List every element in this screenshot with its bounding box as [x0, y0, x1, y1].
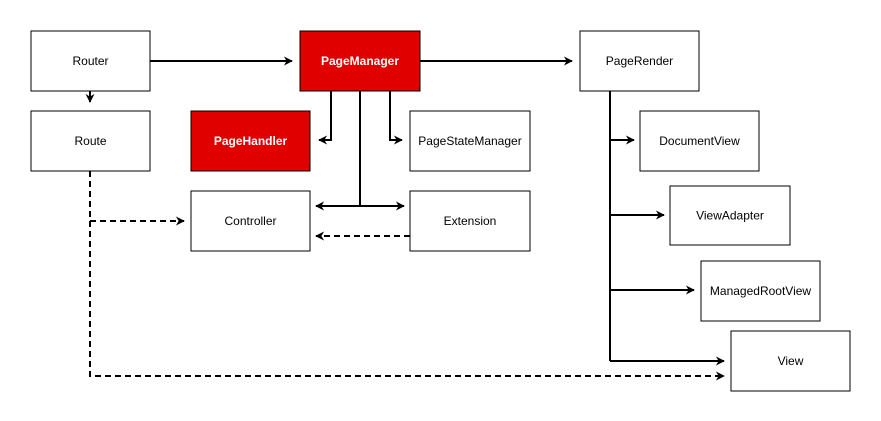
node-view-adapter: ViewAdapter: [669, 185, 791, 246]
node-document-view-label: DocumentView: [659, 134, 740, 148]
edge-page-manager-to-page-handler: [318, 91, 332, 145]
edge-route-to-controller: [89, 171, 185, 226]
node-view-label: View: [778, 354, 804, 368]
node-view: View: [730, 330, 851, 392]
edge-route-to-view: [89, 221, 725, 381]
edges-layer: [85, 56, 725, 381]
node-extension: Extension: [409, 190, 531, 252]
node-page-handler-label: PageHandler: [214, 134, 288, 148]
nodes-layer: Router PageManager PageRender Route Page…: [30, 30, 851, 392]
node-route: Route: [30, 110, 151, 172]
node-page-handler: PageHandler: [190, 110, 311, 172]
node-managed-root-view: ManagedRootView: [700, 260, 821, 322]
node-route-label: Route: [74, 134, 106, 148]
node-router-label: Router: [72, 54, 108, 68]
node-router: Router: [30, 30, 151, 92]
node-managed-root-view-label: ManagedRootView: [710, 284, 812, 298]
node-controller-label: Controller: [224, 214, 276, 228]
node-page-state-manager-label: PageStateManager: [418, 134, 521, 148]
node-page-render-label: PageRender: [606, 54, 673, 68]
node-page-manager-label: PageManager: [321, 54, 399, 68]
node-page-render: PageRender: [579, 30, 700, 92]
node-controller: Controller: [190, 190, 311, 252]
node-page-state-manager: PageStateManager: [409, 110, 531, 172]
node-document-view: DocumentView: [639, 110, 760, 172]
node-view-adapter-label: ViewAdapter: [696, 209, 764, 223]
node-extension-label: Extension: [444, 214, 497, 228]
edge-page-manager-to-page-state-manager: [389, 91, 403, 145]
node-page-manager: PageManager: [299, 30, 421, 92]
